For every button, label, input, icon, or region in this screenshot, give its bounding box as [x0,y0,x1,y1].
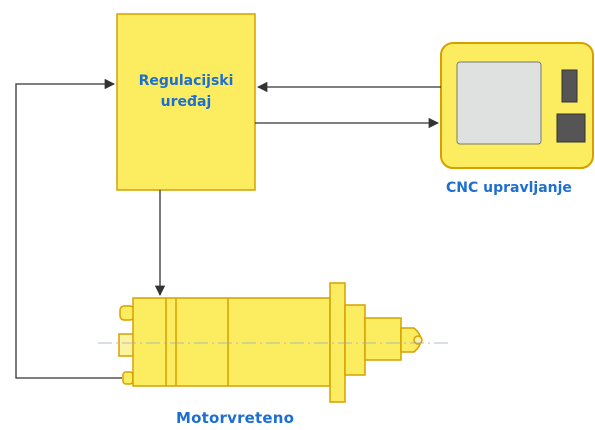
spindle-nose [364,317,402,361]
spindle-rear-knob-top [119,305,135,321]
spindle-tip-dot [413,335,423,345]
cnc-button-top [561,69,578,103]
spindle-rear-knob-bottom [122,371,134,385]
spindle-flange [329,282,346,403]
cnc-label: CNC upravljanje [446,180,572,196]
controller-label: Regulacijski uređaj [117,71,255,113]
motor-spindle [118,282,423,403]
feedback-loop [15,78,122,379]
controller-label-line1: Regulacijski [138,73,234,89]
spindle-neck [344,304,366,376]
controller-label-line2: uređaj [160,94,212,110]
cnc-button-bottom [556,113,586,143]
cnc-screen [456,61,542,145]
cnc-unit [440,42,594,169]
controller-box [116,13,256,191]
spindle-body [132,297,331,387]
motor-spindle-label: Motorvreteno [176,409,295,427]
